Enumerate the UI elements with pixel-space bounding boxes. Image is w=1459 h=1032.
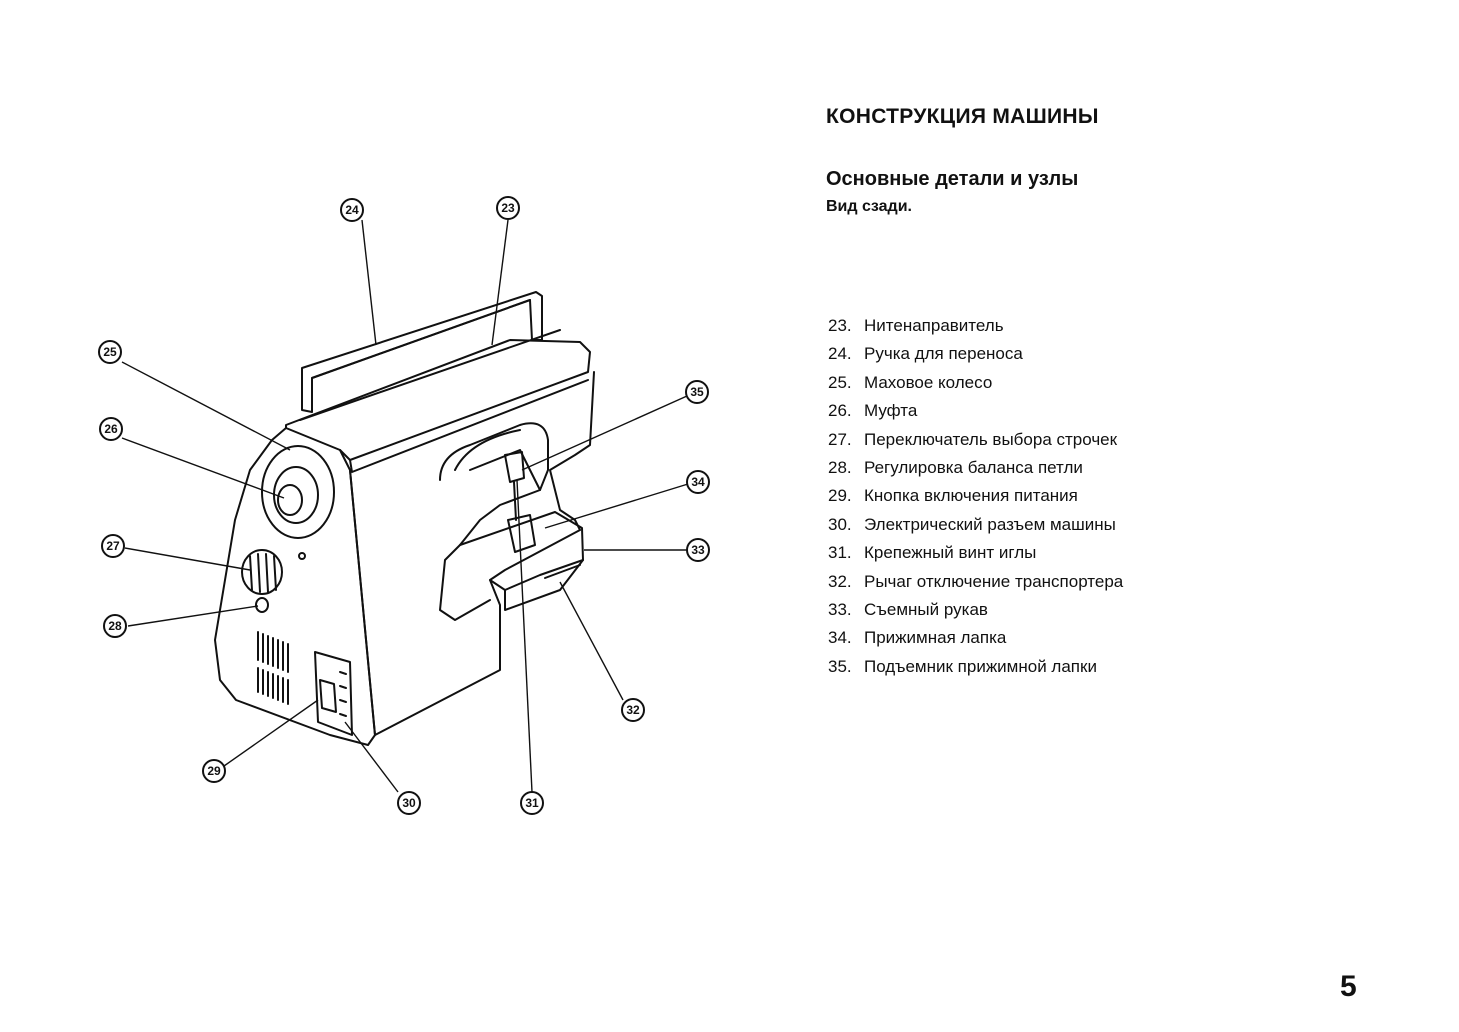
clutch [277,484,303,516]
list-item: 23. Нитенаправитель [828,316,1123,344]
arm-opening [439,422,549,621]
part-number: 30. [828,514,852,534]
part-number: 26. [828,401,852,421]
balance-knob [255,597,269,613]
list-item: 34. Прижимная лапка [828,628,1123,656]
part-number: 25. [828,372,852,392]
part-label: Электрический разъем машины [864,514,1116,534]
part-label: Съемный рукав [864,599,988,619]
top-cover [285,339,591,461]
list-item: 27. Переключатель выбора строчек [828,430,1123,458]
section-subtitle: Основные детали и узлы [826,168,1079,190]
part-number: 23. [828,316,852,335]
part-label: Ручка для переноса [864,344,1023,364]
callout-35: 35 [690,385,704,399]
part-number: 29. [828,486,852,506]
callout-34: 34 [691,475,705,489]
list-item: 33. Съемный рукав [828,600,1123,628]
callout-24: 24 [345,203,359,217]
callout-30: 30 [402,796,416,810]
list-item: 26. Муфта [828,401,1123,429]
part-label: Муфта [864,401,918,421]
part-number: 33. [828,599,852,619]
callout-32: 32 [626,703,640,717]
vent-grille [257,631,289,705]
list-item: 29. Кнопка включения питания [828,486,1123,514]
list-item: 32. Рычаг отключение транспортера [828,572,1123,600]
part-number: 24. [828,344,852,364]
part-label: Рычаг отключение транспортера [864,571,1124,591]
part-number: 32. [828,571,852,591]
part-number: 34. [828,628,852,648]
list-item: 30. Электрический разъем машины [828,515,1123,543]
list-item: 31. Крепежный винт иглы [828,543,1123,571]
callout-27: 27 [106,539,120,553]
page-number: 5 [1340,970,1357,1003]
callout-25: 25 [103,345,117,359]
callout-33: 33 [691,543,705,557]
list-item: 28. Регулировка баланса петли [828,458,1123,486]
power-panel [314,651,353,736]
pattern-dial [241,549,283,595]
part-label: Прижимная лапка [864,628,1007,648]
callout-23: 23 [501,201,515,215]
list-item: 25. Маховое колесо [828,373,1123,401]
part-number: 27. [828,429,852,449]
machine-body-front [349,371,595,736]
callout-28: 28 [108,619,122,633]
callout-31: 31 [525,796,539,810]
part-number: 31. [828,543,852,563]
part-number: 28. [828,457,852,477]
list-item: 35. Подъемник прижимной лапки [828,657,1123,685]
sewing-machine-diagram: 23 24 25 26 27 28 29 30 31 32 33 34 35 [98,196,710,815]
part-label: Регулировка баланса петли [864,457,1083,477]
part-label: Подъемник прижимной лапки [864,656,1097,676]
callout-26: 26 [104,422,118,436]
part-label: Переключатель выбора строчек [864,429,1118,449]
part-label: Кнопка включения питания [864,486,1078,506]
part-label: Нитенаправитель [864,316,1004,335]
list-item: 24. Ручка для переноса [828,344,1123,372]
view-label: Вид сзади. [826,198,912,215]
page-title: КОНСТРУКЦИЯ МАШИНЫ [826,105,1099,128]
parts-list: 23. Нитенаправитель 24. Ручка для переноса… [828,316,1123,685]
callout-29: 29 [207,764,221,778]
part-label: Крепежный винт иглы [864,543,1037,563]
part-label: Маховое колесо [864,372,993,392]
carry-handle [301,291,543,413]
part-number: 35. [828,656,852,676]
handwheel [261,445,335,539]
